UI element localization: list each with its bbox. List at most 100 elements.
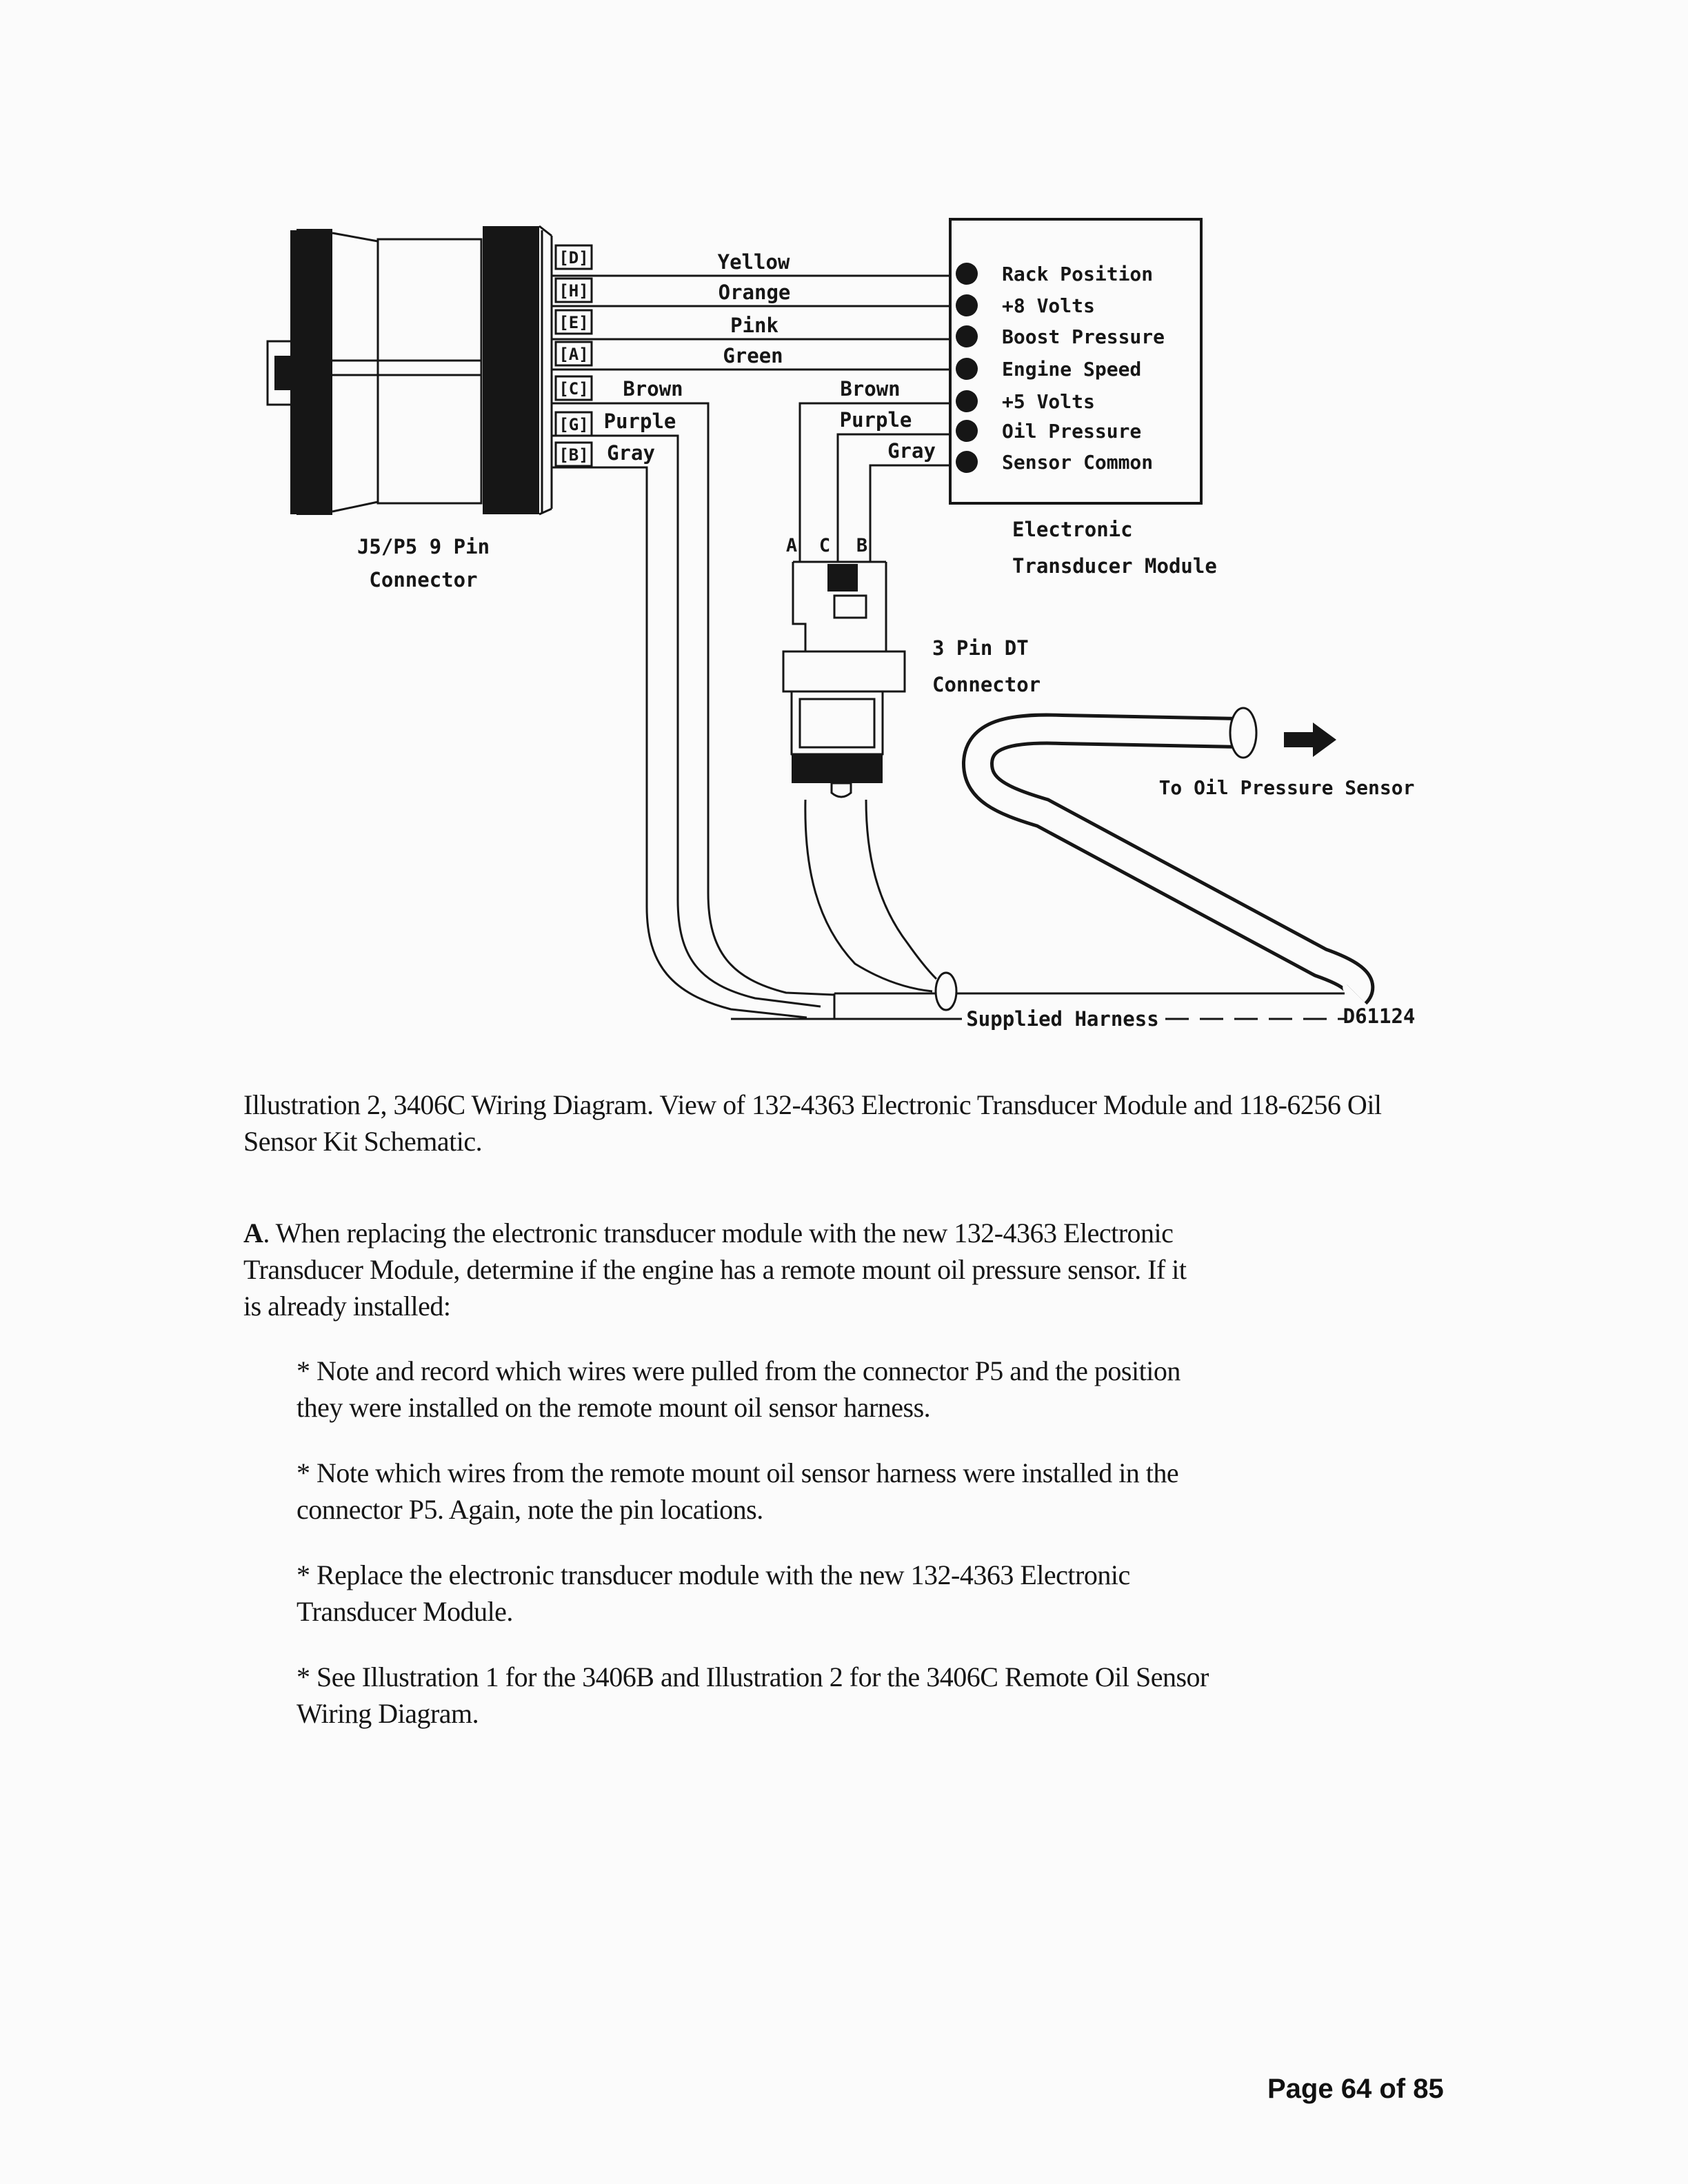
tube-core [965, 716, 1372, 1002]
wire-brown [552, 402, 835, 996]
dt-pin-c: C [819, 535, 830, 556]
dt-label-line1: 3 Pin DT [932, 636, 1029, 660]
module-pin-label: Rack Position [1002, 263, 1153, 285]
dt-pin-letters: A C B [786, 535, 867, 556]
pin-box-c [554, 375, 593, 401]
wire-label-purple: Purple [604, 410, 676, 433]
pin-label: [D] [559, 248, 588, 267]
pin-box-g [554, 411, 593, 437]
wire-gray [552, 466, 807, 1019]
module-pin-label: Engine Speed [1002, 358, 1141, 381]
wire-label-gray: Gray [607, 441, 655, 465]
harness-ring [934, 971, 958, 1011]
tube-open-end [1229, 707, 1258, 759]
pin-label: [B] [559, 445, 588, 465]
wires [552, 274, 950, 1019]
dt-pin-a: A [786, 535, 797, 556]
wire-purple [552, 434, 821, 1008]
dt-latch-block [827, 564, 858, 592]
pin-label: [H] [559, 281, 588, 301]
pin-box-labels: [D] [H] [E] [A] [C] [G] [B] [559, 248, 588, 465]
dt-body-inner [798, 698, 876, 749]
to-sensor-label: To Oil Pressure Sensor [1159, 776, 1415, 799]
figure-caption: Illustration 2, 3406C Wiring Diagram. Vi… [243, 1086, 1382, 1160]
bullet-line: * Note and record which wires were pulle… [297, 1355, 1180, 1386]
paragraph-a-lead: A [243, 1217, 263, 1248]
module-pin-label: +5 Volts [1002, 390, 1095, 413]
pin-label: [C] [559, 379, 588, 398]
j5p5-label-line2: Connector [369, 568, 477, 592]
connector-body [376, 238, 483, 505]
module-caption-line2: Transducer Module [1012, 554, 1217, 578]
caption-line: Sensor Kit Schematic. [243, 1126, 483, 1157]
harness-lines [731, 992, 1345, 1020]
wire-labels: Yellow Orange Pink Green Brown Purple Gr… [604, 250, 936, 465]
module-box [949, 218, 1203, 505]
module-pin-label: Oil Pressure [1002, 420, 1141, 443]
bullet-item: * Note which wires from the remote mount… [297, 1455, 1179, 1528]
module-pin-label: Boost Pressure [1002, 325, 1165, 348]
pin-box-a [554, 341, 593, 367]
wire-brown-dt [798, 402, 950, 562]
bullet-line: * See Illustration 1 for the 3406B and I… [297, 1661, 1209, 1692]
connector-left-band [297, 229, 332, 515]
wire-label-orange: Orange [719, 281, 791, 304]
page-number: Page 64 of 85 [1267, 2074, 1444, 2104]
paragraph-a-line: is already installed: [243, 1291, 451, 1322]
connector-key-nub [274, 356, 291, 390]
dt-flange [782, 650, 906, 693]
module-pin-dots [956, 263, 978, 473]
connector-right-band [483, 226, 539, 514]
module-pin-labels: Rack Position +8 Volts Boost Pressure En… [1002, 263, 1165, 474]
paragraph-a-line: A. When replacing the electronic transdu… [243, 1215, 1187, 1251]
dt-bottom-tab [830, 782, 852, 798]
pin-label: [A] [559, 345, 588, 364]
wire-purple-dt [836, 433, 950, 562]
dt-latch-window [833, 594, 867, 619]
wire-label-yellow: Yellow [718, 250, 790, 274]
caption-line: Illustration 2, 3406C Wiring Diagram. Vi… [243, 1089, 1382, 1120]
direction-arrow-icon [1284, 722, 1336, 757]
module-pin-label: +8 Volts [1002, 294, 1095, 317]
sensor-tube [962, 707, 1375, 1005]
pin-box-b [554, 441, 593, 467]
j5p5-label-line1: J5/P5 9 Pin [357, 535, 490, 558]
supplied-harness-label: Supplied Harness [966, 1007, 1158, 1031]
pin-box-h [554, 277, 593, 303]
module-pin-label: Sensor Common [1002, 451, 1153, 474]
wire-label-green: Green [723, 344, 783, 367]
bullet-line: Transducer Module. [297, 1596, 513, 1627]
pin-label: [G] [559, 415, 588, 434]
dt-pin-b: B [856, 535, 867, 556]
bullet-item: * Replace the electronic transducer modu… [297, 1557, 1130, 1630]
wire-label-brown-dt: Brown [840, 377, 900, 401]
wiring-diagram: [D] [H] [E] [A] [C] [G] [B] Yellow Orang… [0, 0, 1688, 1062]
pin-boxes [554, 244, 593, 467]
bullet-item: * See Illustration 1 for the 3406B and I… [297, 1659, 1209, 1732]
bullet-line: * Replace the electronic transducer modu… [297, 1559, 1130, 1590]
pin-box-d [554, 244, 593, 270]
paragraph-a-text: . When replacing the electronic transduc… [263, 1217, 1174, 1248]
bullet-line: Wiring Diagram. [297, 1698, 479, 1729]
module-caption-line1: Electronic [1012, 518, 1133, 541]
bullet-line: connector P5. Again, note the pin locati… [297, 1494, 763, 1525]
transducer-module: Rack Position +8 Volts Boost Pressure En… [949, 218, 1217, 578]
pin-box-e [554, 309, 593, 335]
wire-label-purple-dt: Purple [840, 408, 912, 432]
wire-label-brown: Brown [623, 377, 683, 401]
wire-label-pink: Pink [730, 314, 778, 337]
bullet-line: they were installed on the remote mount … [297, 1392, 931, 1423]
dt-cable-left [804, 799, 933, 993]
bullet-line: * Note which wires from the remote mount… [297, 1457, 1179, 1488]
figure-code: D61124 [1343, 1004, 1416, 1028]
paragraph-a-line: Transducer Module, determine if the engi… [243, 1254, 1187, 1285]
wire-label-gray-dt: Gray [887, 439, 936, 463]
dt-label-line2: Connector [932, 673, 1041, 696]
paragraph-a: A. When replacing the electronic transdu… [243, 1215, 1187, 1324]
dt-cable-right [865, 799, 938, 980]
j5p5-connector [266, 225, 553, 516]
bullet-item: * Note and record which wires were pulle… [297, 1353, 1180, 1426]
dt-connector [782, 560, 958, 1011]
pin-label: [E] [559, 313, 588, 332]
dt-seal-band [792, 754, 883, 783]
